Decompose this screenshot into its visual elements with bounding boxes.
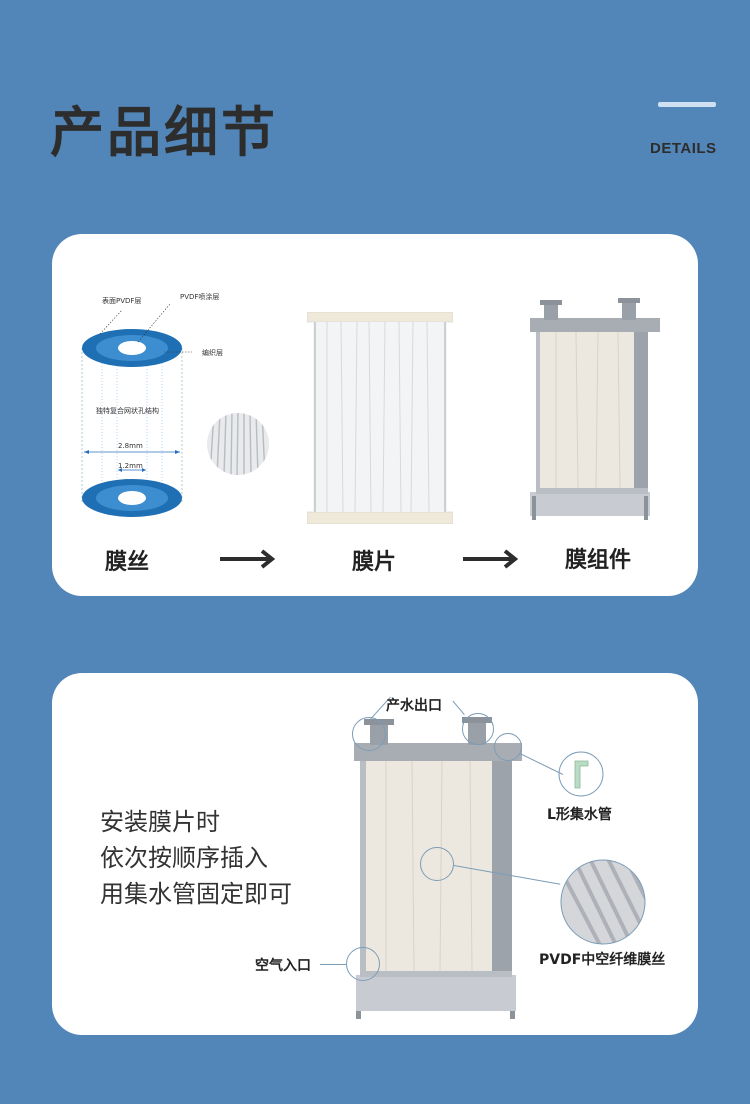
label-structure: 独特复合网状孔结构 <box>96 407 159 415</box>
label-water-outlet: 产水出口 <box>386 698 442 714</box>
connector-line <box>519 753 564 775</box>
install-instruction-line: 安装膜片时 <box>100 808 220 836</box>
process-card: 表面PVDF层 PVDF喷涂层 编织层 独特复合网状孔结构 2.8mm 1.2m… <box>52 234 698 596</box>
membrane-sheet-image <box>307 312 453 524</box>
arrow-right-icon <box>463 549 519 569</box>
outlet-right-callout <box>462 713 494 745</box>
fiber-diagram <box>81 303 192 517</box>
outlet-left-callout <box>352 717 386 751</box>
label-outer-diameter: 2.8mm <box>118 442 143 450</box>
arrow-right-icon <box>220 549 276 569</box>
step-module: 膜组件 <box>565 548 632 573</box>
label-inner-diameter: 1.2mm <box>118 462 143 470</box>
page-title: 产品细节 <box>50 101 278 164</box>
air-inlet-callout <box>346 947 380 981</box>
fiber-callout <box>420 847 454 881</box>
label-coating-layer: PVDF喷涂层 <box>180 293 220 301</box>
label-surface-layer: 表面PVDF层 <box>102 297 142 305</box>
step-sheet: 膜片 <box>352 550 397 575</box>
label-braid-layer: 编织层 <box>202 349 223 357</box>
install-card: 安装膜片时 依次按顺序插入 用集水管固定即可 <box>52 673 698 1035</box>
label-air-inlet: 空气入口 <box>255 958 311 974</box>
connector-line <box>320 964 346 965</box>
install-instruction-line: 依次按顺序插入 <box>100 844 268 872</box>
fiber-closeup-image <box>560 859 646 945</box>
install-instruction-line: 用集水管固定即可 <box>100 880 292 908</box>
l-pipe-image <box>558 751 604 797</box>
page-subtitle: DETAILS <box>650 140 717 157</box>
step-fiber: 膜丝 <box>105 550 150 575</box>
fiber-bundle-image <box>207 413 269 475</box>
title-divider <box>658 102 716 107</box>
l-pipe-joint-callout <box>494 733 522 761</box>
membrane-module-image <box>530 298 660 520</box>
label-l-pipe: L形集水管 <box>547 807 612 823</box>
label-fiber: PVDF中空纤维膜丝 <box>539 952 666 968</box>
